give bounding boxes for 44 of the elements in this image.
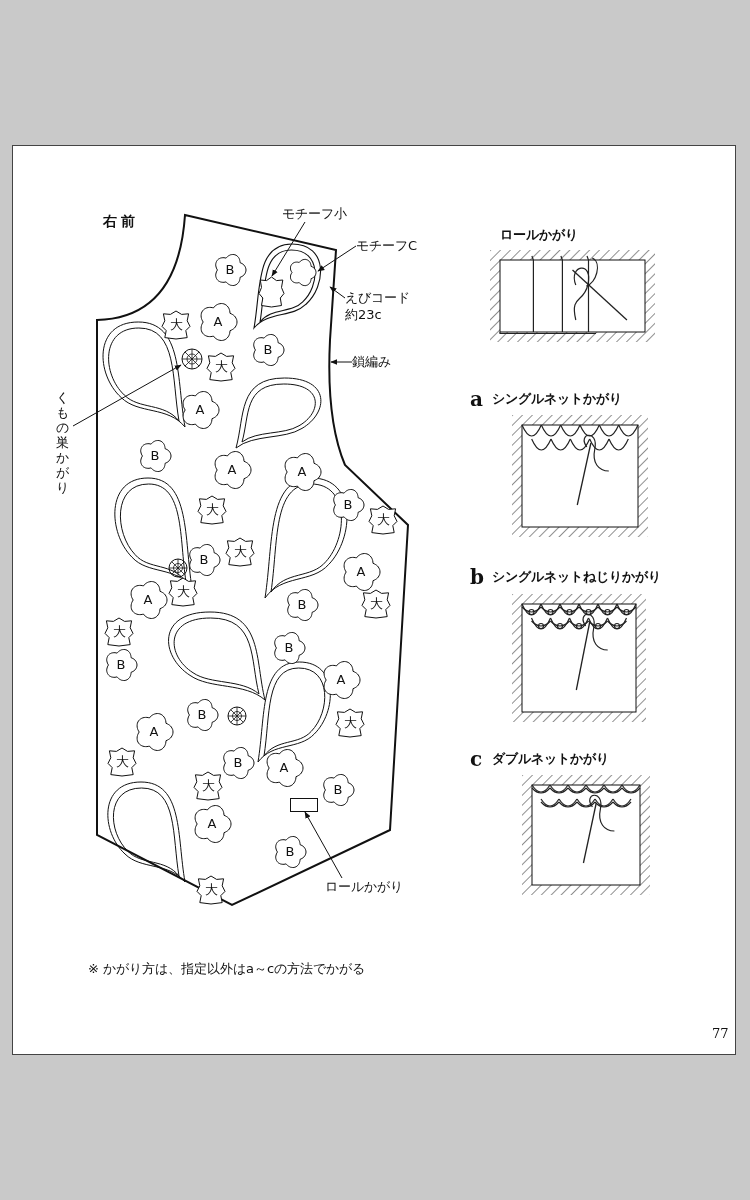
motif-letter: 大 [203,883,219,897]
note-text: ※ かがり方は、指定以外はa～cの方法でかがる [88,960,366,978]
piece-title: 右前 [103,213,139,229]
motif-letter: A [226,463,238,477]
motif-letter: B [198,553,210,567]
motif-letter: A [278,761,290,775]
motif-letter: B [342,498,354,512]
motif-letter: 大 [111,625,127,639]
motif-letter: 大 [200,779,216,793]
motif-letter: A [148,725,160,739]
motif-letter: 大 [204,503,220,517]
motif-letter: A [206,817,218,831]
page-number: 77 [712,1026,729,1041]
motif-letter: A [296,465,308,479]
panel-letter: c [470,748,483,770]
motif-letter: B [196,708,208,722]
motif-letter: B [262,343,274,357]
motif-letter: B [332,783,344,797]
stitch-title: ダブルネットかがり [492,751,609,767]
motif-letter: A [142,593,154,607]
motif-letter: B [283,641,295,655]
panel-letter: b [470,566,484,588]
stitch-title: シングルネットかがり [492,391,622,407]
motif-letter: A [335,673,347,687]
motif-letter: 大 [175,585,191,599]
motif-letter: 大 [368,597,384,611]
motif-letter: A [355,565,367,579]
motif-letter: B [224,263,236,277]
motif-letter: A [212,315,224,329]
motif-letter: B [284,845,296,859]
panel-letter: a [470,388,483,410]
motif-letter: 大 [232,545,248,559]
motif-letter: A [194,403,206,417]
stitch-title: シングルネットねじりかがり [492,569,661,585]
motif-letter: B [296,598,308,612]
motif-letter: 大 [375,513,391,527]
motif-letter: 大 [168,318,184,332]
motif-letter: B [149,449,161,463]
motif-letter: B [232,756,244,770]
motif-letter: 大 [342,716,358,730]
motif-letter: B [115,658,127,672]
motif-letter: 大 [213,360,229,374]
stitch-title: ロールかがり [500,227,578,243]
motif-letter: 大 [114,755,130,769]
